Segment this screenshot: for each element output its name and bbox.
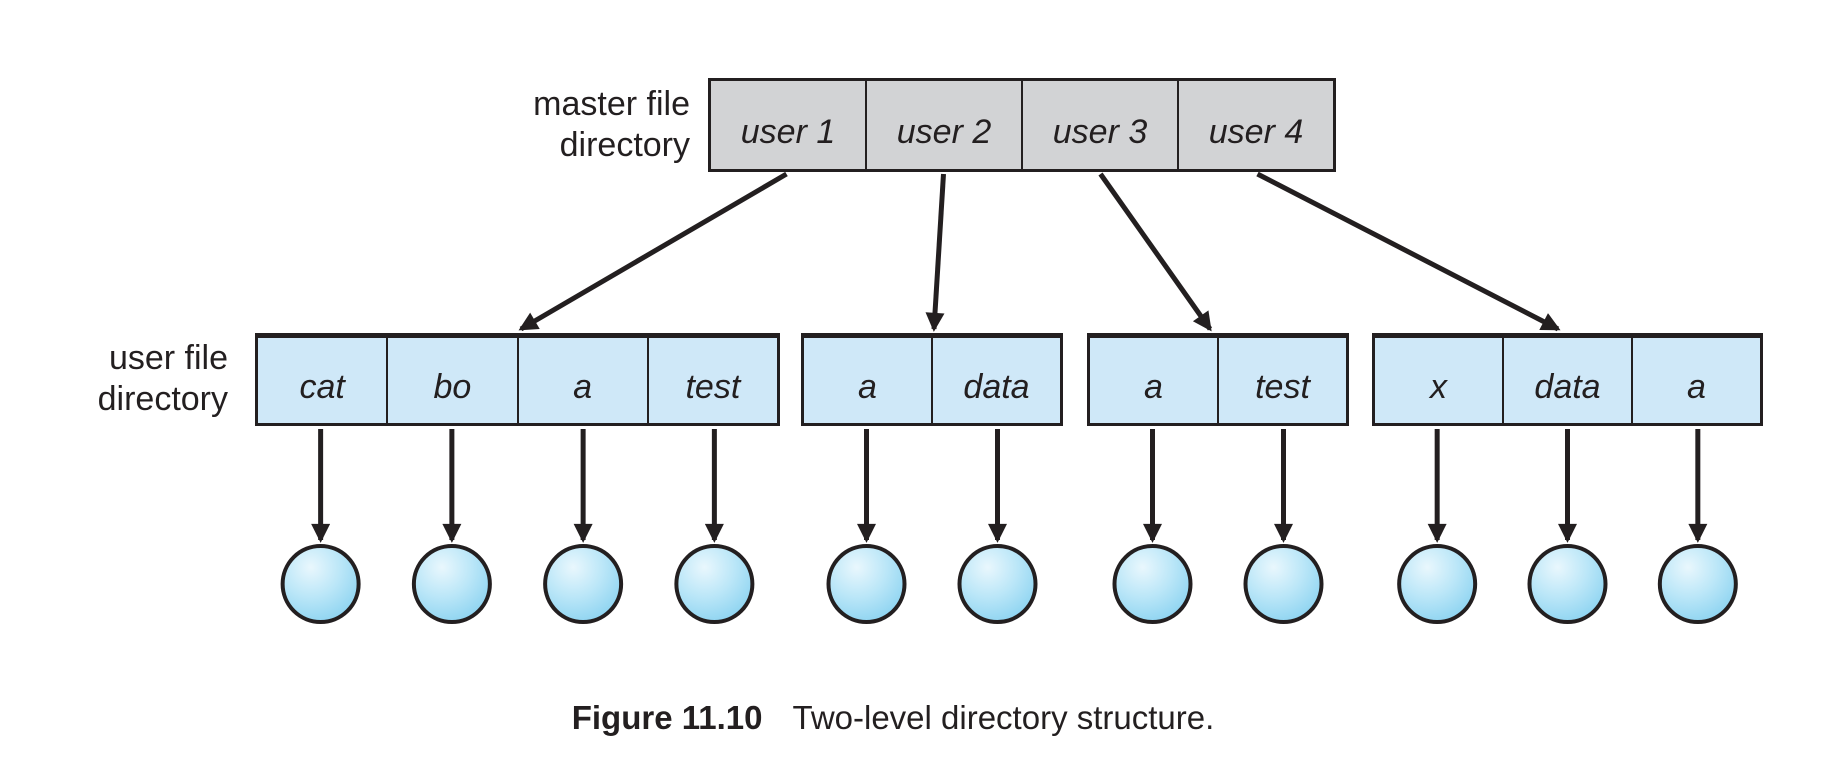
ufd-1-cell-cat: cat: [299, 368, 345, 406]
arrow-user2-to-ufd: [925, 173, 946, 332]
ufd-4-cell-x: x: [1430, 368, 1447, 406]
mfd-cell-1: user 1: [740, 112, 836, 151]
mfd-cell-2: user 2: [865, 81, 1021, 169]
ufd-3-cell-a: a: [1144, 368, 1163, 406]
ufd-1-cell-bo: bo: [386, 338, 516, 423]
file-icon: [411, 544, 492, 624]
ufd-box-2: a data: [801, 333, 1063, 426]
arrow-user1-to-ufd: [518, 171, 788, 332]
ufd-2-cell-a: a: [858, 368, 877, 406]
file-icon: [1243, 544, 1324, 624]
ufd-2-cell-data: data: [931, 338, 1060, 423]
file-icon: [826, 544, 907, 624]
figure-caption-number: Figure 11.10: [571, 699, 763, 736]
mfd-cell-4: user 4: [1177, 81, 1333, 169]
master-file-directory-label: master file directory: [533, 84, 690, 166]
file-circles: [280, 544, 1738, 624]
file-icon: [1657, 544, 1738, 624]
ufd-box-3: a test: [1087, 333, 1349, 426]
ufd-3-cell-test: test: [1217, 338, 1346, 423]
user-label-line1: user file: [108, 339, 228, 377]
user-label-line2: directory: [97, 380, 228, 418]
ufd-1-cell-test: test: [646, 338, 777, 423]
arrows-cell-to-file: [311, 429, 1708, 543]
ufd-4-cell-data: data: [1502, 338, 1631, 423]
file-icon: [674, 544, 755, 624]
ufd-1-cell-a: a: [516, 338, 647, 423]
file-icon: [1397, 544, 1478, 624]
master-label-line2: directory: [559, 126, 690, 164]
figure-caption: Figure 11.10 Two-level directory structur…: [572, 699, 1215, 737]
mfd-cell-3: user 3: [1021, 81, 1177, 169]
figure-caption-text: Two-level directory structure.: [792, 699, 1215, 736]
user-file-directory-label: user file directory: [98, 338, 228, 420]
file-icon: [543, 544, 624, 624]
arrows-master-to-user: [518, 171, 1561, 332]
file-icon: [1112, 544, 1193, 624]
file-icon: [1527, 544, 1608, 624]
master-label-line1: master file: [533, 85, 690, 123]
file-icon: [280, 544, 361, 624]
ufd-4-cell-a: a: [1631, 338, 1760, 423]
arrow-user4-to-ufd: [1256, 171, 1561, 332]
arrow-user3-to-ufd: [1098, 172, 1213, 332]
file-icon: [957, 544, 1038, 624]
